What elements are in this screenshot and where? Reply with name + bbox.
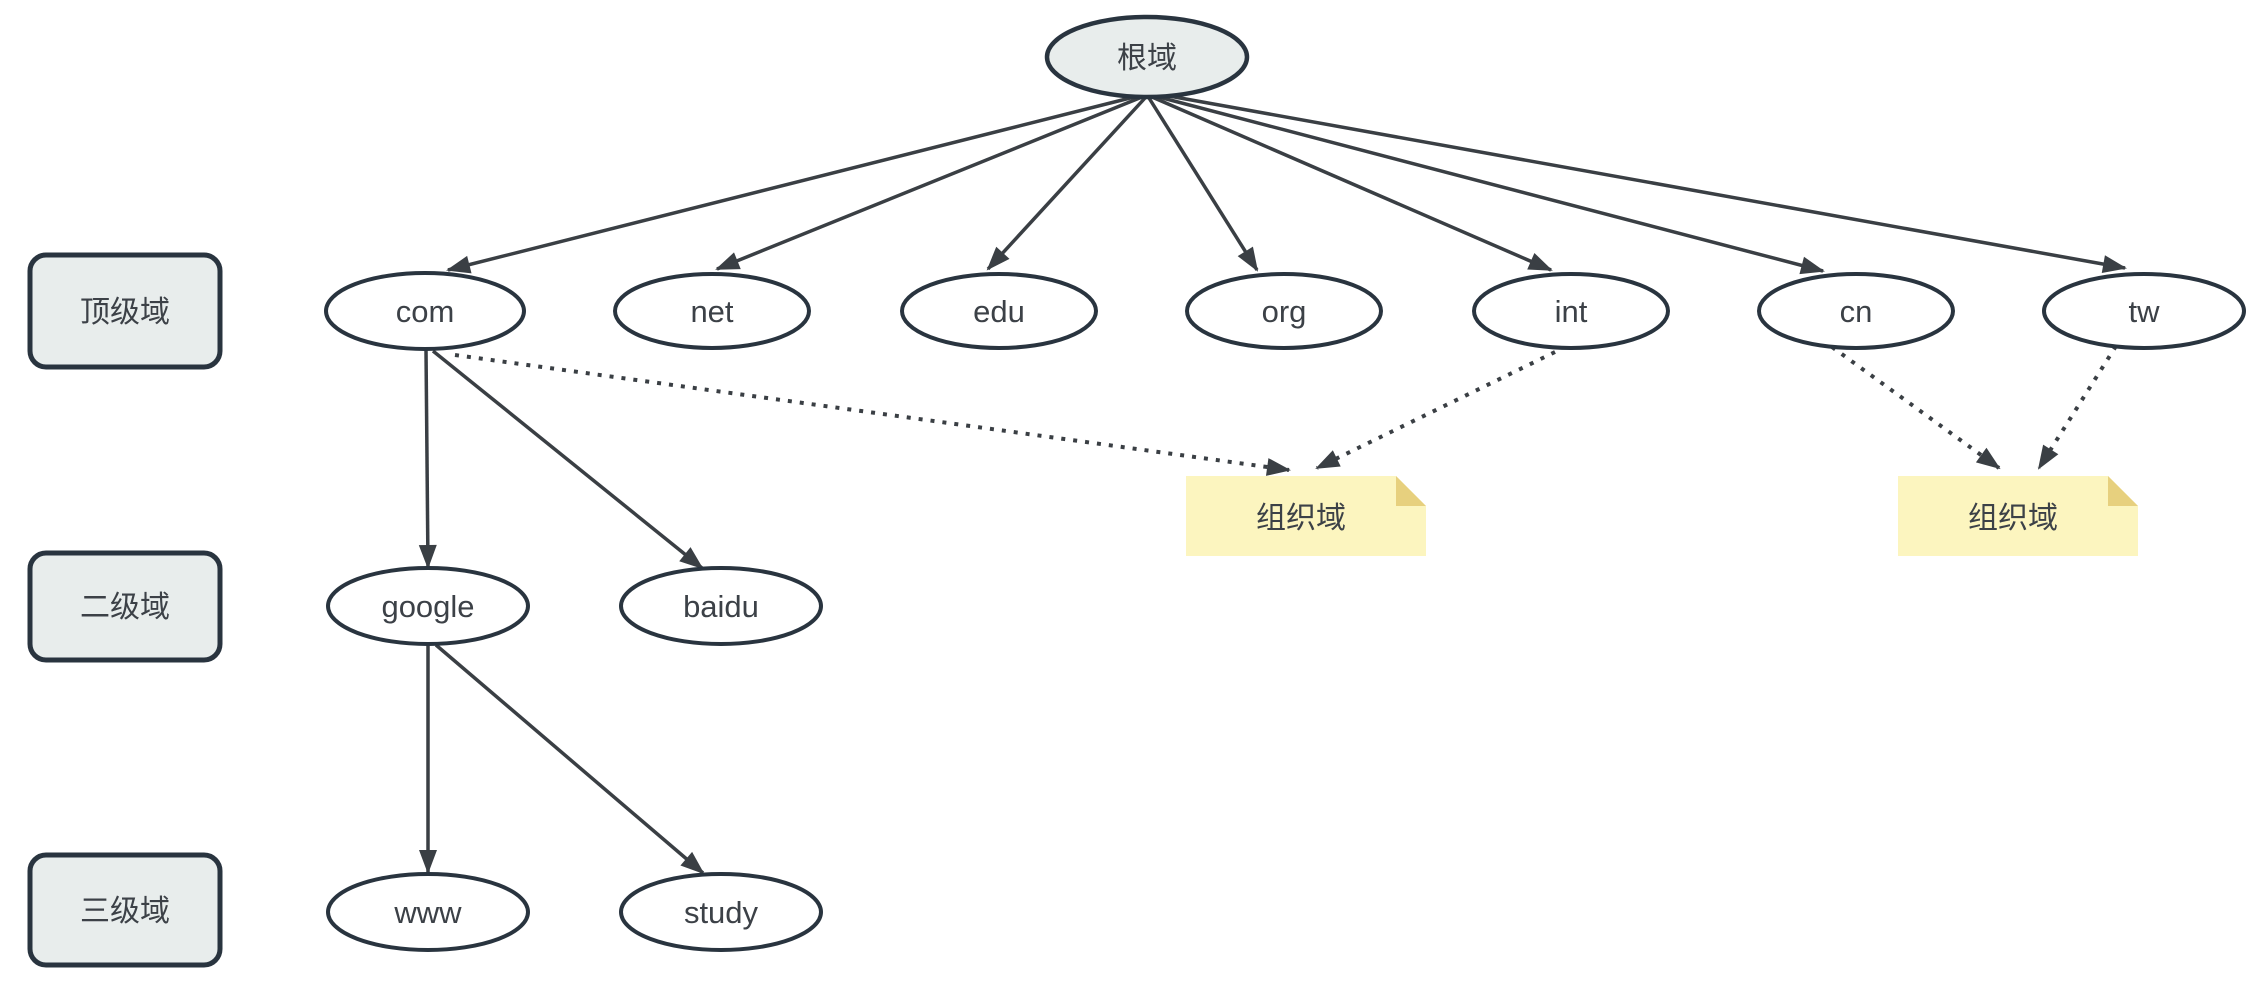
com-label: com <box>396 294 455 329</box>
root-label: 根域 <box>1117 42 1177 75</box>
level-label-second: 二级域 <box>27 550 223 663</box>
tw-ellipse <box>2042 272 2246 350</box>
google-ellipse <box>326 566 530 646</box>
edge-root-tw <box>1157 92 2127 273</box>
note-left-label: 组织域 <box>1256 502 1346 535</box>
cn-ellipse <box>1757 272 1955 350</box>
edge-com-baidu <box>431 349 704 570</box>
cn-label: cn <box>1840 294 1873 329</box>
note-left-body <box>1186 476 1426 556</box>
node-cn: cn <box>1757 272 1955 350</box>
edge-root-org <box>1147 97 1259 272</box>
note-right-label: 组织域 <box>1968 502 2058 535</box>
node-google: google <box>326 566 530 646</box>
level-box-third <box>27 852 223 968</box>
level-box-top <box>27 252 223 370</box>
edge-root-int <box>1151 95 1553 272</box>
com-ellipse <box>324 271 526 351</box>
note-right-fold-icon <box>2108 476 2138 506</box>
www-label: www <box>393 895 462 930</box>
level-label-top-text: 顶级域 <box>80 296 170 329</box>
edge-root-cn <box>1154 94 1825 275</box>
level-label-third: 三级域 <box>27 852 223 968</box>
edge-root-com <box>446 94 1139 274</box>
edge-int-note-left <box>1315 350 1556 470</box>
baidu-label: baidu <box>683 589 759 624</box>
root-ellipse <box>1044 14 1250 100</box>
google-label: google <box>381 589 474 624</box>
node-root: 根域 <box>1044 14 1250 100</box>
int-ellipse <box>1472 272 1670 350</box>
level-label-second-text: 二级域 <box>80 591 170 624</box>
edge-tw-note-right <box>2037 344 2118 470</box>
study-label: study <box>684 895 759 930</box>
edge-com-note-left <box>454 353 1291 476</box>
org-label: org <box>1262 294 1307 329</box>
node-tw: tw <box>2042 272 2246 350</box>
node-org: org <box>1185 272 1383 350</box>
node-net: net <box>613 272 811 350</box>
edge-com-google <box>418 349 437 569</box>
level-label-third-text: 三级域 <box>80 895 170 928</box>
int-label: int <box>1555 294 1588 329</box>
net-label: net <box>690 294 733 329</box>
www-ellipse <box>326 872 530 952</box>
edge-root-net <box>715 95 1143 271</box>
net-ellipse <box>613 272 811 350</box>
note-org-right: 组织域 <box>1898 476 2138 556</box>
tw-label: tw <box>2129 294 2161 329</box>
node-www: www <box>326 872 530 952</box>
edu-label: edu <box>973 294 1025 329</box>
edge-google-study <box>434 643 705 875</box>
level-label-top: 顶级域 <box>27 252 223 370</box>
edge-root-edu <box>986 96 1147 271</box>
node-int: int <box>1472 272 1670 350</box>
node-com: com <box>324 271 526 351</box>
edge-cn-note-right <box>1830 345 2001 470</box>
node-study: study <box>619 872 823 952</box>
note-right-body <box>1898 476 2138 556</box>
edu-ellipse <box>900 272 1098 350</box>
study-ellipse <box>619 872 823 952</box>
note-org-left: 组织域 <box>1186 476 1426 556</box>
org-ellipse <box>1185 272 1383 350</box>
note-left-fold-icon <box>1396 476 1426 506</box>
level-box-second <box>27 550 223 663</box>
baidu-ellipse <box>619 566 823 646</box>
node-edu: edu <box>900 272 1098 350</box>
node-baidu: baidu <box>619 566 823 646</box>
